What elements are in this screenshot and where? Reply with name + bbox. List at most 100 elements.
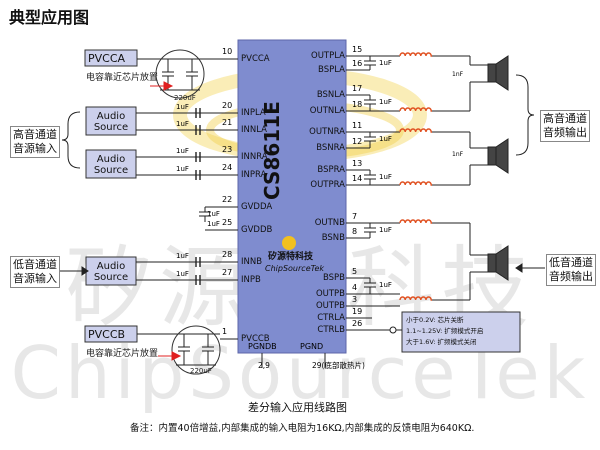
hi-in-label-line1: 高音通道 [13, 128, 57, 141]
pin-right-num-10: 5 [352, 267, 358, 276]
pin-left-name-7: INNB [241, 257, 263, 267]
bracket-hi-in [61, 111, 81, 169]
pin-right-name-11: OUTPB [315, 289, 345, 299]
inductor-5 [399, 296, 432, 301]
ctrl-note-box [401, 311, 521, 353]
cap-filter-1: 1nF [452, 71, 464, 78]
output-wires [432, 55, 488, 301]
left-pin-wires [220, 58, 238, 340]
pin-left-num-8: 27 [222, 268, 233, 277]
inductor-1 [399, 107, 432, 112]
inductor-0 [399, 52, 432, 57]
speaker-icon-2 [487, 138, 509, 174]
pin-left-name-4: INPRA [241, 170, 267, 180]
chip-body [237, 39, 347, 354]
pin-left-num-9: 1 [222, 327, 228, 336]
page-note: 备注：内置40倍增益,内部集成的输入电阻为16KΩ,内部集成的反馈电阻为640K… [130, 423, 475, 434]
pin-right-num-4: 11 [352, 121, 363, 130]
pin-bottom-num-1: 29(底部散热片) [312, 361, 365, 370]
cap-in-1: 1uF [176, 103, 189, 111]
inductor-3 [399, 181, 432, 186]
pin-right-name-7: OUTPRA [310, 180, 345, 190]
pin-left-name-3: INNRA [241, 152, 268, 162]
cap-in-4: 1uF [176, 165, 189, 173]
pin-left-name-2: INNLA [241, 125, 267, 135]
cap-bs-3: 1uF [379, 135, 392, 143]
cap-bs-6: 1uF [379, 281, 392, 289]
pin-left-name-1: INPLA [241, 108, 266, 118]
pvcca-label: PVCCA [88, 52, 126, 65]
pin-right-num-14: 26 [352, 319, 363, 328]
pin-left-name-5: GVDDA [241, 202, 273, 212]
pin-right-name-6: BSPRA [317, 165, 345, 175]
pin-right-num-0: 15 [352, 45, 363, 54]
gvdd-caps [199, 206, 220, 231]
lo-out-label-line1: 低音通道 [549, 256, 593, 269]
hi-out-label-line1: 高音通道 [543, 112, 587, 125]
pvccb-label: PVCCB [88, 328, 126, 341]
pin-right-num-1: 16 [352, 59, 363, 68]
bracket-hi-out [515, 74, 535, 156]
ctrl-note: 小于0.2V: 芯片关断 1.1~1.25V: 扩频模式开启 大于1.6V: 扩… [406, 315, 483, 348]
pvcca-box [84, 49, 138, 67]
pin-left-name-6: GVDDB [241, 225, 273, 235]
pin-right-num-11: 4 [352, 283, 358, 292]
pin-left-num-6: 25 [222, 218, 233, 227]
pin-right-name-0: OUTPLA [311, 51, 345, 61]
cap-in-2: 1uF [176, 120, 189, 128]
right-pin-wires [346, 55, 400, 331]
pin-left-num-1: 20 [222, 101, 233, 110]
pin-right-num-5: 12 [352, 137, 363, 146]
bootstrap-caps [364, 56, 376, 294]
cap-bs-1: 1uF [379, 59, 392, 67]
speaker-icon-1 [487, 55, 509, 91]
hi-out-label: 高音通道 音频输出 [540, 110, 590, 142]
page-caption: 差分输入应用线路图 [248, 401, 347, 414]
cap-in-3: 1uF [176, 147, 189, 155]
cap-bs-2: 1uF [379, 98, 392, 106]
supply-note-b: 电容靠近芯片放置 [86, 349, 159, 359]
lo-out-label-line2: 音频输出 [549, 270, 593, 283]
audio-source-lo [85, 256, 137, 286]
hi-out-label-line2: 音频输出 [543, 126, 587, 139]
chip-logo-cn: 矽源特科技 [268, 252, 314, 262]
cap-bs-5: 1uF [379, 226, 392, 234]
pin-right-name-5: BSNRA [316, 143, 345, 153]
pin-left-num-2: 21 [222, 118, 233, 127]
pin-left-name-0: PVCCA [241, 54, 270, 64]
pin-left-num-7: 28 [222, 250, 233, 259]
audio-source-hi-2 [85, 149, 137, 179]
audio-source-hi-1-label: Audio Source [93, 111, 129, 133]
pin-left-name-9: PVCCB [241, 334, 270, 344]
pin-right-num-13: 19 [352, 307, 363, 316]
lo-arrows [60, 263, 545, 276]
pin-bottom-name-0: PGNDB [248, 342, 277, 351]
hi-in-label-line2: 音源输入 [13, 142, 57, 155]
ctrl-note-line1: 小于0.2V: 芯片关断 [406, 316, 464, 324]
input-caps [195, 108, 201, 285]
pin-right-name-2: BSNLA [316, 90, 345, 100]
chip-logo-icon [282, 236, 296, 250]
pin-right-name-9: BSNB [321, 233, 345, 243]
audio-source-hi-1 [85, 106, 137, 136]
output-filters [399, 52, 432, 301]
pin-right-name-10: BSPB [322, 273, 345, 283]
supply-note-a: 电容靠近芯片放置 [86, 73, 159, 83]
cap-bs-4: 1uF [379, 173, 392, 181]
pin-right-name-12: OUTPB [315, 301, 345, 311]
pin-right-name-13: CTRLA [317, 313, 345, 323]
pin-right-name-4: OUTNRA [309, 127, 345, 137]
pin-right-name-8: OUTNB [314, 218, 345, 228]
cap-gvdd-2: 1uF [207, 220, 220, 228]
chip-logo-en: ChipSourceTek [265, 264, 325, 273]
pin-right-num-7: 14 [352, 174, 363, 183]
speaker-icon-3 [487, 245, 509, 281]
audio-source-lo-label: Audio Source [93, 261, 129, 283]
lo-out-label: 低音通道 音频输出 [546, 254, 596, 286]
audio-source-hi-2-label: Audio Source [93, 154, 129, 176]
ctrl-note-line3: 大于1.6V: 扩频模式关闭 [406, 338, 477, 346]
page-title: 典型应用图 [9, 8, 90, 27]
cap-in-5: 1uF [176, 252, 189, 260]
